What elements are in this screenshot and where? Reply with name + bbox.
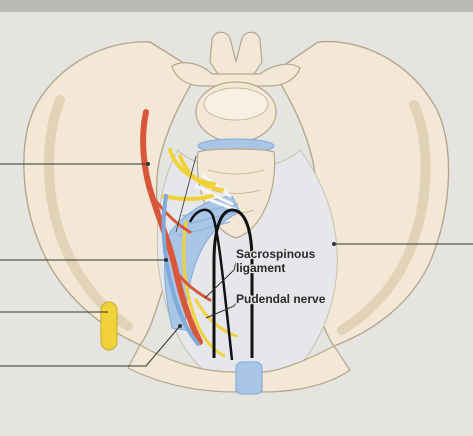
- yellow-device: [101, 302, 117, 350]
- pubic-symphysis: [236, 362, 262, 394]
- vertebra-process: [210, 32, 262, 80]
- pointer-dot-ligament: [164, 258, 168, 262]
- pointer-dot-artery: [146, 162, 150, 166]
- top-edge: [0, 0, 473, 12]
- pointer-dot-right: [332, 242, 336, 246]
- bottom-band: [0, 420, 473, 436]
- vertebral-body-top: [204, 88, 268, 120]
- pointer-dot-vein: [178, 324, 182, 328]
- label-sacrospinous: Sacrospinous: [236, 247, 316, 261]
- label-pudendal-nerve: Pudendal nerve: [236, 292, 326, 306]
- label-ligament: ligament: [236, 261, 285, 275]
